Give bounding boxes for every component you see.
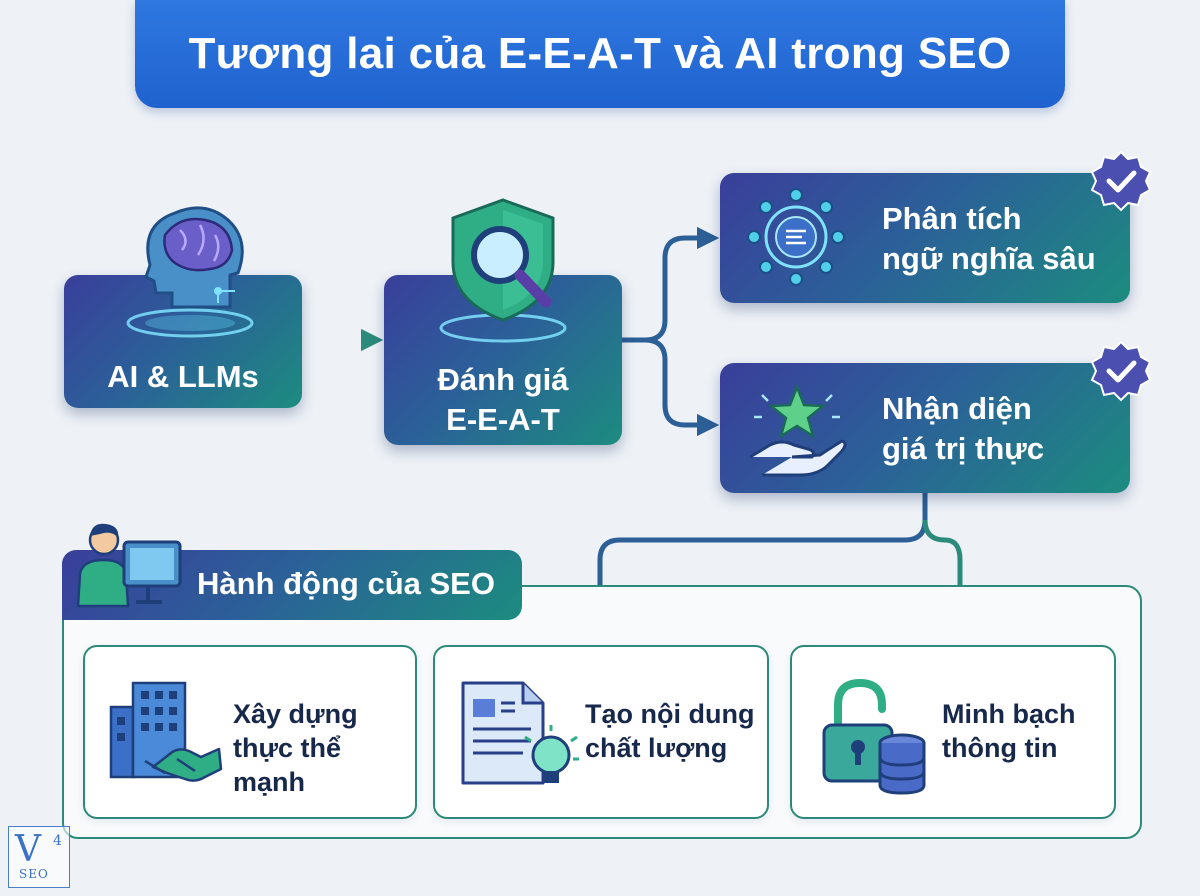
network-nodes-icon xyxy=(747,188,845,286)
outcome-1-label: Phân tích ngữ nghĩa sâu xyxy=(882,201,1096,276)
unlock-database-icon xyxy=(822,678,926,795)
v4seo-logo: V 4 SEO xyxy=(8,826,70,888)
arrow-eeat-to-outcome-2 xyxy=(644,337,720,437)
arrow-to-action-right xyxy=(922,519,972,634)
outcome-card-value: Nhận diện giá trị thực xyxy=(720,363,1130,493)
page-title: Tương lai của E-E-A-T và AI trong SEO xyxy=(188,29,1012,78)
arrow-eeat-to-outcome-1 xyxy=(620,226,720,343)
action-card-2-label: Tạo nội dung chất lượng xyxy=(585,699,755,763)
logo-text: SEO xyxy=(19,867,49,881)
outcome-card-semantic: Phân tích ngữ nghĩa sâu xyxy=(720,173,1130,303)
person-computer-icon xyxy=(76,523,182,608)
node-ai-label: AI & LLMs xyxy=(107,359,259,394)
action-card-transparency: Minh bạch thông tin xyxy=(790,645,1116,819)
action-card-3-label: Minh bạch thông tin xyxy=(942,699,1076,763)
action-card-entity: Xây dựng thực thể mạnh xyxy=(83,645,417,819)
outcome-2-label: Nhận diện giá trị thực xyxy=(882,391,1044,466)
check-badge-icon xyxy=(1090,340,1152,402)
shield-magnifier-icon xyxy=(439,198,567,343)
seo-actions-title: Hành động của SEO xyxy=(197,566,495,601)
logo-number: 4 xyxy=(53,833,62,849)
document-lightbulb-icon xyxy=(461,681,579,785)
node-eeat-label: Đánh giá E-E-A-T xyxy=(437,362,569,437)
building-handshake-icon xyxy=(109,681,223,782)
title-banner: Tương lai của E-E-A-T và AI trong SEO xyxy=(135,0,1065,108)
action-card-1-label: Xây dựng thực thể mạnh xyxy=(233,699,358,797)
brain-robot-head-icon xyxy=(126,206,254,338)
logo-letter: V xyxy=(15,829,41,870)
check-badge-icon xyxy=(1090,150,1152,212)
action-card-content: Tạo nội dung chất lượng xyxy=(433,645,769,819)
hand-star-icon xyxy=(749,383,847,477)
